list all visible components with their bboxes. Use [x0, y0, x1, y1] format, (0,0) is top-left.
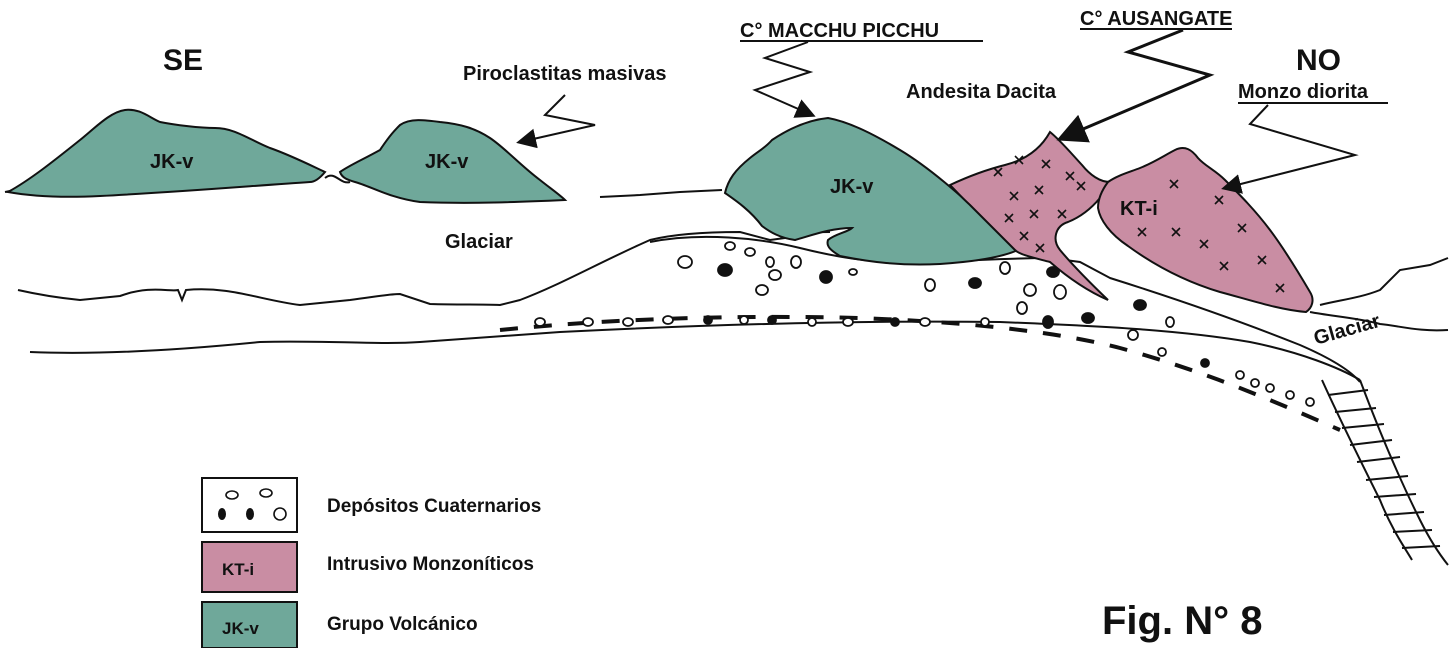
- legend-item-intrusive: KT-i Intrusivo Monzoníticos: [202, 542, 534, 592]
- unit-label-jkv-3: JK-v: [830, 176, 874, 198]
- unit-label-jkv-2: JK-v: [425, 151, 469, 173]
- arrow-macchu-picchu: [755, 42, 812, 115]
- label-monzo: Monzo diorita: [1238, 81, 1369, 103]
- legend: Depósitos Cuaternarios KT-i Intrusivo Mo…: [202, 478, 541, 648]
- label-piroclastitas: Piroclastitas masivas: [463, 63, 666, 85]
- legend-label-intrusive: Intrusivo Monzoníticos: [327, 554, 534, 575]
- glacier-left-outline: [18, 232, 830, 305]
- label-andesita: Andesita Dacita: [906, 81, 1057, 103]
- peak-ausangate: C° AUSANGATE: [1080, 8, 1232, 30]
- legend-item-deposits: Depósitos Cuaternarios: [202, 478, 541, 532]
- bedrock-strata: [1322, 380, 1448, 565]
- orientation-right: NO: [1296, 44, 1341, 77]
- legend-item-volcanic: JK-v Grupo Volcánico: [202, 602, 478, 648]
- legend-code-intrusive: KT-i: [222, 560, 254, 579]
- legend-label-volcanic: Grupo Volcánico: [327, 614, 478, 635]
- peak-macchu-picchu: C° MACCHU PICCHU: [740, 20, 939, 42]
- deposit-lower-dashed: [500, 317, 1340, 430]
- label-glaciar-right: Glaciar: [1311, 310, 1382, 350]
- legend-code-volcanic: JK-v: [222, 619, 259, 638]
- unit-label-kti: KT-i: [1120, 198, 1158, 220]
- label-glaciar-left: Glaciar: [445, 231, 513, 253]
- figure-label: Fig. N° 8: [1102, 599, 1262, 643]
- arrow-ausangate: [1062, 30, 1210, 138]
- orientation-left: SE: [163, 44, 203, 77]
- arrow-piroclastitas: [520, 95, 595, 142]
- arrow-monzo: [1225, 105, 1355, 188]
- legend-label-deposits: Depósitos Cuaternarios: [327, 496, 541, 517]
- unit-label-jkv-1: JK-v: [150, 151, 194, 173]
- arrows: [520, 30, 1355, 188]
- legend-swatch-deposits: [202, 478, 297, 532]
